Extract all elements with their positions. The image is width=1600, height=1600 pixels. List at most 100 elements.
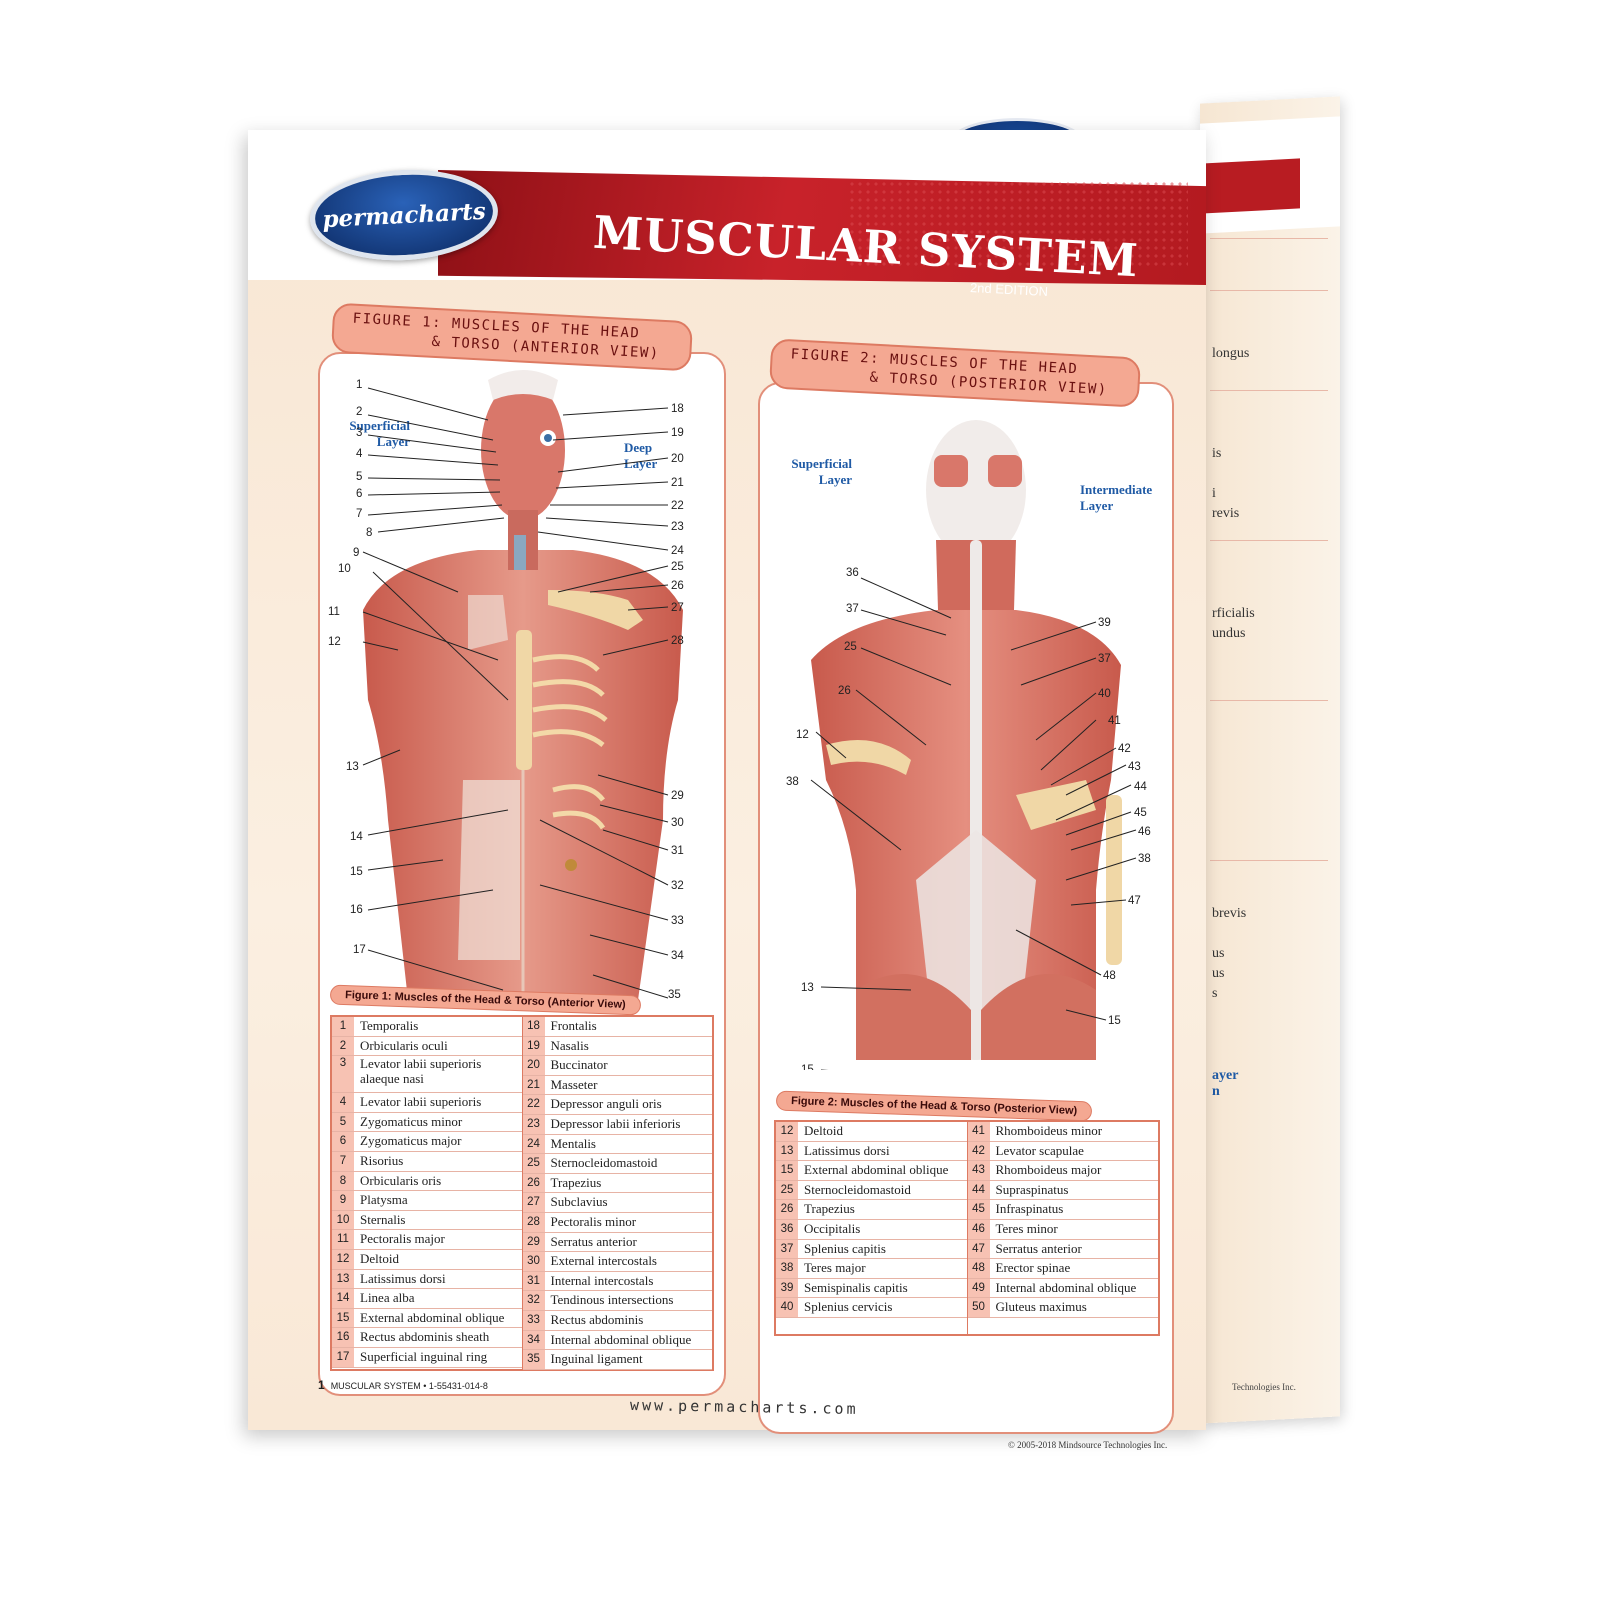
legend-muscle-name: Serratus anterior: [550, 1233, 637, 1249]
legend-row: 36 Occipitalis: [776, 1219, 967, 1240]
legend-muscle-name: Masseter: [550, 1076, 598, 1092]
legend-muscle-name: Internal abdominal oblique: [550, 1331, 692, 1347]
legend-number: 39: [776, 1278, 798, 1298]
back-page-rule: [1210, 700, 1328, 701]
legend-number: 8: [332, 1171, 354, 1191]
back-page-fragment: n: [1212, 1084, 1220, 1099]
callout-label: 10: [338, 563, 351, 575]
callout-label: 13: [801, 982, 814, 994]
legend-row: 16 Rectus abdominis sheath: [332, 1328, 522, 1348]
legend-muscle-name: Buccinator: [550, 1057, 608, 1073]
callout-label: 35: [668, 989, 681, 1000]
figure-2-superficial-layer-label: Superficial Layer: [791, 456, 852, 487]
legend-number: 36: [776, 1219, 798, 1239]
legend-muscle-name: Teres major: [804, 1260, 866, 1276]
legend-number: 26: [776, 1200, 798, 1219]
callout-label: 38: [1138, 853, 1151, 865]
callout-label: 44: [1134, 781, 1147, 793]
legend-muscle-name: Sternocleidomastoid: [804, 1181, 911, 1197]
back-page-red-band: [1200, 158, 1300, 214]
callout-label: 22: [671, 500, 684, 512]
legend-muscle-name: External abdominal oblique: [804, 1162, 949, 1178]
callout-label: 21: [671, 477, 684, 489]
legend-number: 12: [776, 1122, 798, 1141]
front-page: permacharts MUSCULAR SYSTEM 2nd EDITION …: [248, 130, 1206, 1450]
legend-muscle-name: Internal abdominal oblique: [995, 1279, 1137, 1295]
figure-2-intermediate-layer-label: Intermediate Layer: [1080, 482, 1153, 513]
callout-label: 23: [671, 521, 684, 533]
legend-number: 35: [522, 1350, 545, 1369]
legend-muscle-name: Splenius cervicis: [804, 1299, 893, 1315]
legend-number: 3: [332, 1056, 354, 1093]
legend-number: 32: [522, 1291, 545, 1310]
legend-muscle-name: Pectoralis minor: [550, 1213, 637, 1229]
legend-muscle-name: Occipitalis: [804, 1220, 861, 1236]
callout-label: 33: [671, 915, 684, 927]
callout-label: 1: [356, 379, 362, 391]
legend-muscle-name: Frontalis: [550, 1018, 597, 1033]
back-page-fragment: us: [1212, 966, 1225, 981]
legend-number: 45: [967, 1200, 990, 1219]
legend-number: 16: [332, 1328, 354, 1347]
callout-label: 8: [366, 527, 372, 539]
legend-number: 44: [967, 1180, 990, 1200]
callout-label: 4: [356, 448, 363, 460]
legend-row: 24 Mentalis: [522, 1134, 712, 1155]
legend-number: 48: [967, 1259, 990, 1278]
legend-number: 24: [522, 1134, 545, 1154]
back-page-rule: [1210, 290, 1328, 291]
legend-muscle-name: Zygomaticus major: [360, 1133, 462, 1149]
back-page-fragment: undus: [1212, 626, 1246, 641]
back-page-rule: [1210, 390, 1328, 391]
legend-muscle-name: Rectus abdominis sheath: [360, 1329, 490, 1345]
legend-muscle-name: External abdominal oblique: [360, 1309, 505, 1325]
legend-number: 42: [967, 1141, 990, 1161]
callout-label: 6: [356, 488, 362, 500]
callout-label: 17: [353, 944, 366, 956]
legend-number: 40: [776, 1298, 798, 1317]
callout-label: 47: [1128, 895, 1141, 907]
legend-muscle-name: Rectus abdominis: [550, 1311, 644, 1327]
legend-muscle-name: Nasalis: [550, 1037, 589, 1053]
legend-number: 15: [776, 1161, 798, 1180]
callout-label: 14: [350, 831, 363, 843]
callout-label: 3: [356, 427, 362, 439]
posterior-torso-figure: 36 37 25 26 12 38 13 15 39 37 40 41 42 4…: [786, 420, 1151, 1070]
legend-number: 47: [967, 1239, 990, 1259]
legend-number: 13: [776, 1141, 798, 1161]
legend-muscle-name: Risorius: [360, 1152, 404, 1168]
legend-muscle-name: Mentalis: [550, 1135, 597, 1151]
callout-label: 26: [838, 685, 851, 697]
legend-number: 25: [522, 1154, 545, 1173]
legend-muscle-name: Temporalis: [360, 1018, 419, 1033]
back-page-fragment: is: [1212, 446, 1222, 461]
legend-muscle-name: Gluteus maximus: [995, 1299, 1087, 1315]
legend-number: 28: [522, 1212, 545, 1232]
callout-label: 7: [356, 508, 362, 520]
legend-number: 19: [522, 1036, 545, 1056]
